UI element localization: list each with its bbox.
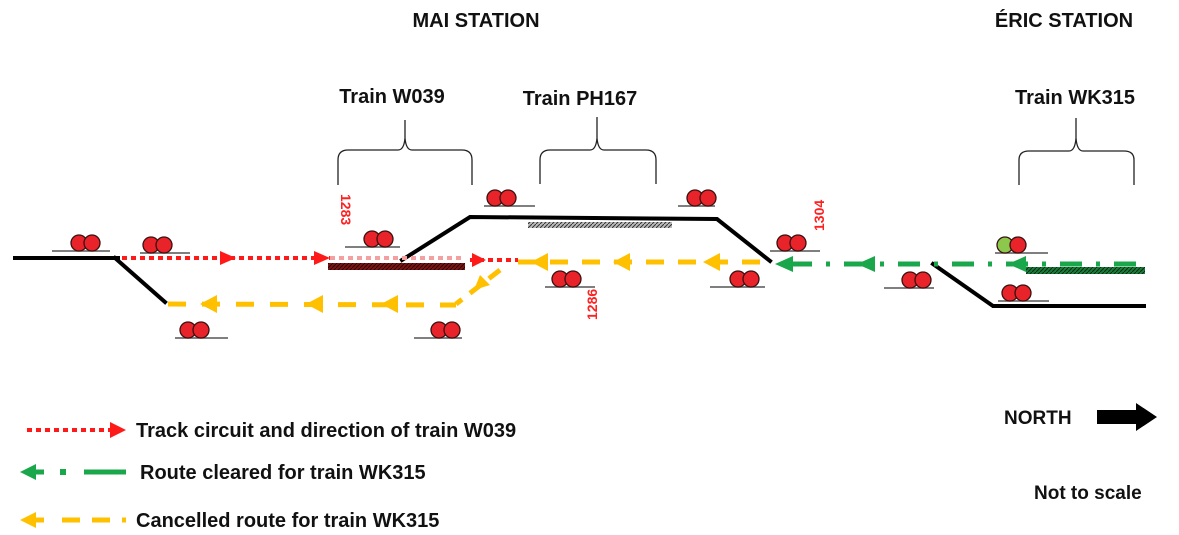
legend-track-circuit-label: Track circuit and direction of train W03… [136, 420, 516, 442]
brace-wk315 [1018, 118, 1135, 185]
signal-icon [345, 230, 400, 248]
north-arrow-icon [1097, 403, 1157, 431]
brace-w039 [337, 120, 473, 185]
arrow-west-icon [200, 295, 217, 313]
signal-lamp-icon [914, 271, 932, 289]
arrow-west-icon [857, 256, 875, 272]
arrow-west-icon [613, 253, 630, 271]
occupied-block-wk315 [1026, 267, 1145, 274]
signal-lamp-icon [499, 189, 517, 207]
signal-lamp-icon [376, 230, 394, 248]
signal-icon [998, 284, 1049, 302]
arrow-west-icon [381, 295, 398, 313]
signal-lamp-icon [155, 236, 173, 254]
train-wk315-label: Train WK315 [1015, 87, 1135, 109]
legend-cancelled-label: Cancelled route for train WK315 [136, 510, 439, 532]
signal-icon [484, 189, 535, 207]
arrow-west-icon [306, 295, 323, 313]
arrow-west-icon [1008, 256, 1026, 272]
signal-icon [52, 234, 110, 252]
track-loop-mai [399, 214, 773, 264]
signal-icon [995, 236, 1048, 254]
signal-lamp-icon [564, 270, 582, 288]
brace-ph167 [539, 117, 657, 184]
signal-lamp-icon [742, 270, 760, 288]
signal-icon [710, 270, 765, 288]
north-label: NORTH [1004, 408, 1072, 429]
signals-group [52, 189, 1049, 339]
arrow-east-icon [314, 251, 330, 265]
train-ph167-label: Train PH167 [523, 88, 638, 110]
occupied-block-w039 [328, 263, 465, 270]
train-w039-label: Train W039 [339, 86, 445, 108]
arrow-west-icon [703, 253, 720, 271]
arrow-west-icon [775, 256, 793, 272]
arrow-southwest-icon [474, 275, 490, 290]
occupied-block-ph167 [528, 222, 672, 228]
not-to-scale-note: Not to scale [1034, 483, 1142, 504]
legend-arrow-east-icon [110, 422, 126, 438]
signal-lamp-icon [699, 189, 717, 207]
signal-lamp-icon [83, 234, 101, 252]
signal-icon [140, 236, 190, 254]
arrow-east-icon [472, 253, 486, 267]
eric-station-title: ÉRIC STATION [995, 9, 1133, 32]
signal-icon [770, 234, 820, 252]
legend-route-cleared-label: Route cleared for train WK315 [140, 462, 426, 484]
route-cleared-wk315 [775, 256, 1145, 272]
signal-number-1304: 1304 [811, 200, 827, 231]
signal-icon [884, 271, 934, 289]
signal-lamp-icon [1009, 236, 1027, 254]
track-crossover-west [112, 255, 168, 305]
signal-icon [414, 321, 462, 339]
mai-station-title: MAI STATION [412, 10, 539, 32]
signal-icon [545, 270, 595, 288]
legend-arrow-west-icon [20, 464, 36, 480]
signal-lamp-icon [1014, 284, 1032, 302]
legend-arrow-west-icon [20, 512, 36, 528]
track-circuit-w039 [122, 251, 518, 267]
signal-icon [678, 189, 717, 207]
signal-lamp-icon [192, 321, 210, 339]
legend: Track circuit and direction of train W03… [20, 420, 516, 532]
signal-lamp-icon [443, 321, 461, 339]
cancelled-route-wk315 [167, 253, 768, 313]
signal-icon [175, 321, 228, 339]
signal-number-1283: 1283 [338, 194, 354, 225]
arrow-west-icon [531, 253, 548, 271]
track-crossover-eric [930, 261, 1146, 308]
arrow-east-icon [220, 251, 236, 265]
signal-number-1286: 1286 [584, 289, 600, 320]
signal-lamp-icon [789, 234, 807, 252]
